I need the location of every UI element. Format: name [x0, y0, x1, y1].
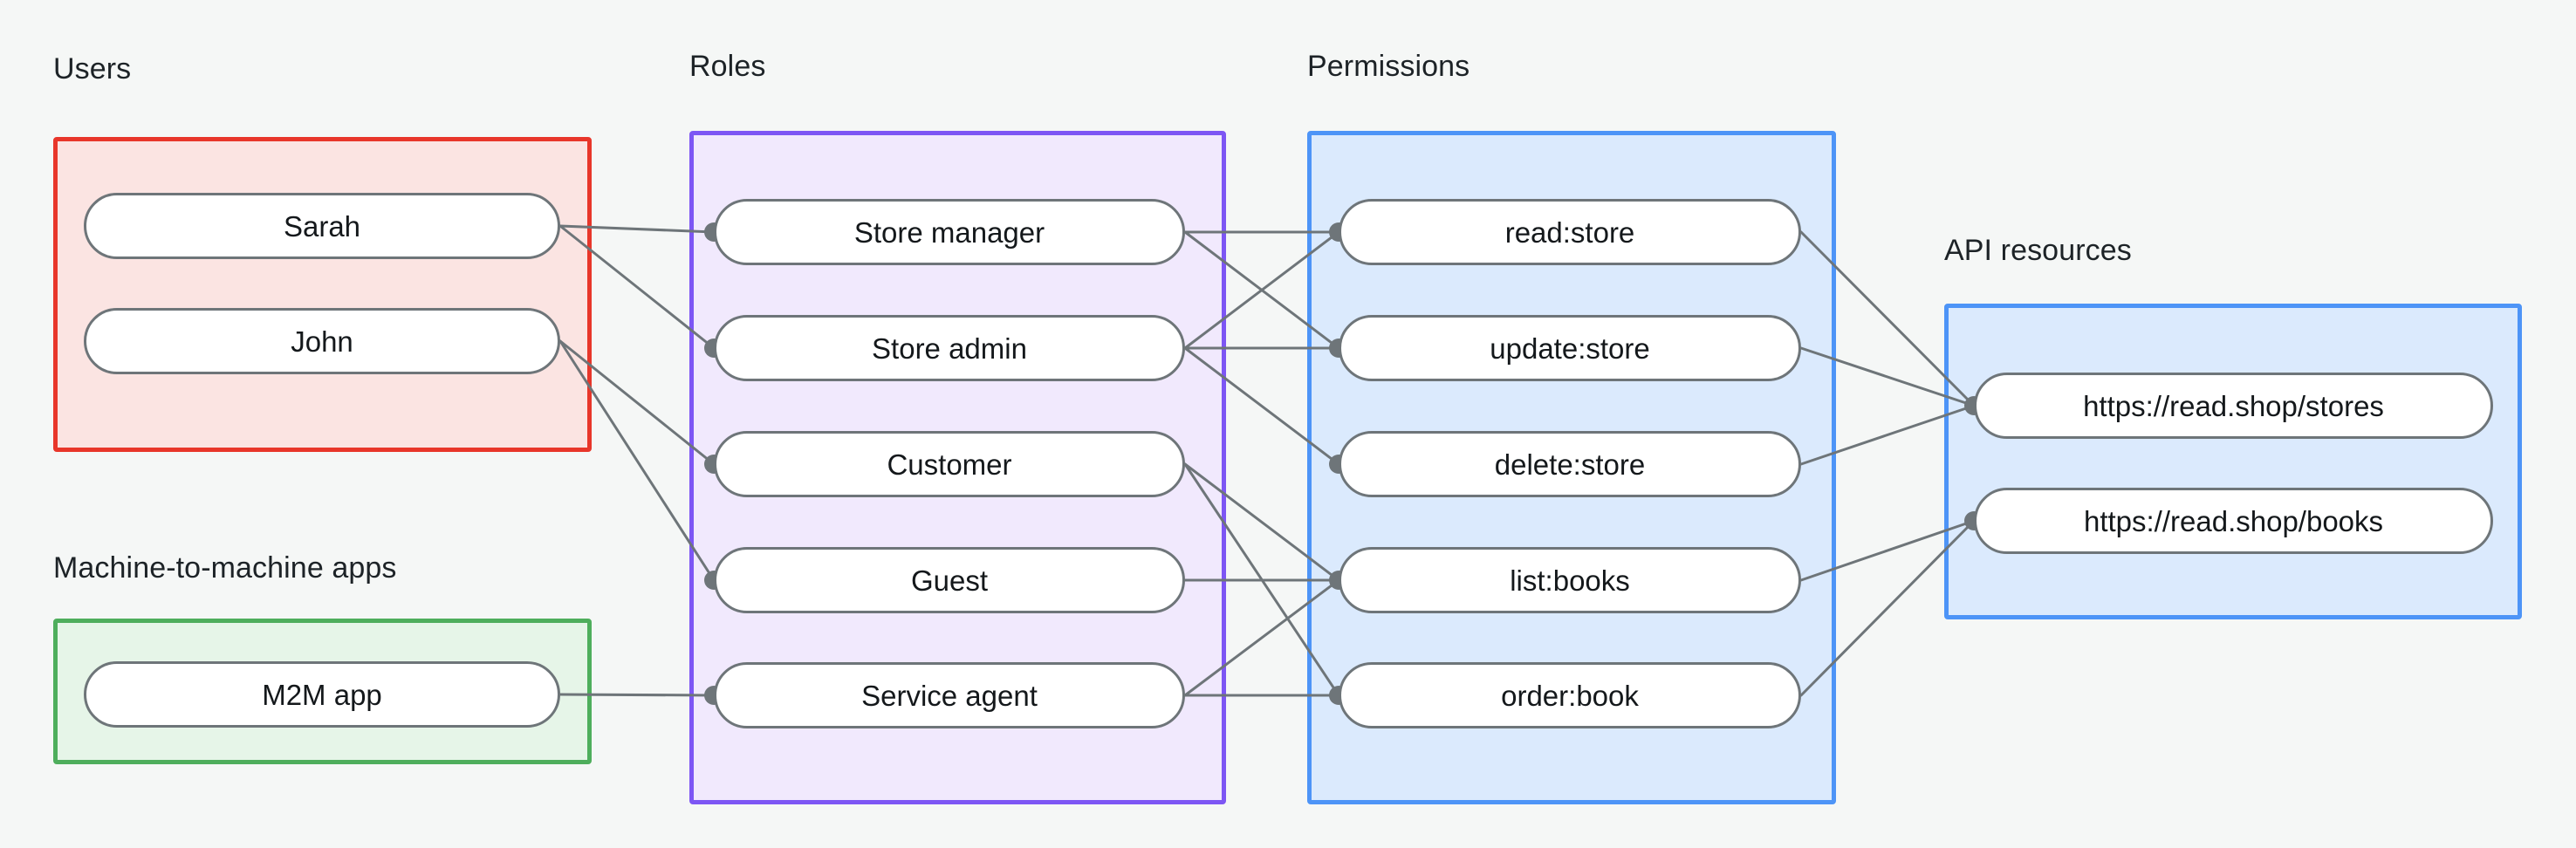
node-guest[interactable]: Guest	[714, 547, 1185, 613]
node-m2m-app[interactable]: M2M app	[84, 661, 560, 728]
node-label-update-store: update:store	[1490, 332, 1650, 365]
group-box-api-resources	[1944, 304, 2522, 619]
node-label-store-manager: Store manager	[853, 215, 1045, 249]
node-label-order-book: order:book	[1501, 679, 1639, 712]
node-label-store-admin: Store admin	[872, 332, 1027, 365]
group-label-users: Users	[53, 52, 132, 85]
node-customer[interactable]: Customer	[714, 431, 1185, 497]
group-label-m2m: Machine-to-machine apps	[53, 551, 397, 585]
group-label-roles: Roles	[689, 50, 766, 83]
node-label-delete-store: delete:store	[1494, 448, 1646, 481]
node-store-manager[interactable]: Store manager	[714, 199, 1185, 265]
node-john[interactable]: John	[84, 308, 560, 374]
node-delete-store[interactable]: delete:store	[1339, 431, 1801, 497]
node-label-guest: Guest	[910, 564, 989, 597]
group-label-api-resources: API resources	[1944, 234, 2132, 267]
group-label-permissions: Permissions	[1307, 50, 1470, 83]
node-list-books[interactable]: list:books	[1339, 547, 1801, 613]
node-read-store[interactable]: read:store	[1339, 199, 1801, 265]
node-order-book[interactable]: order:book	[1339, 662, 1801, 728]
node-service-agent[interactable]: Service agent	[714, 662, 1185, 728]
node-label-john: John	[291, 325, 353, 358]
node-label-res-books: https://read.shop/books	[2083, 504, 2384, 537]
node-sarah[interactable]: Sarah	[84, 193, 560, 259]
node-label-sarah: Sarah	[283, 209, 361, 243]
group-box-users	[53, 137, 592, 452]
node-label-customer: Customer	[887, 448, 1012, 481]
node-res-books[interactable]: https://read.shop/books	[1974, 488, 2493, 554]
node-update-store[interactable]: update:store	[1339, 315, 1801, 381]
node-label-m2m-app: M2M app	[262, 678, 382, 711]
node-label-service-agent: Service agent	[861, 679, 1038, 712]
node-res-stores[interactable]: https://read.shop/stores	[1974, 373, 2493, 439]
node-label-list-books: list:books	[1510, 564, 1630, 597]
node-label-res-stores: https://read.shop/stores	[2083, 389, 2384, 422]
node-store-admin[interactable]: Store admin	[714, 315, 1185, 381]
node-label-read-store: read:store	[1504, 215, 1635, 249]
